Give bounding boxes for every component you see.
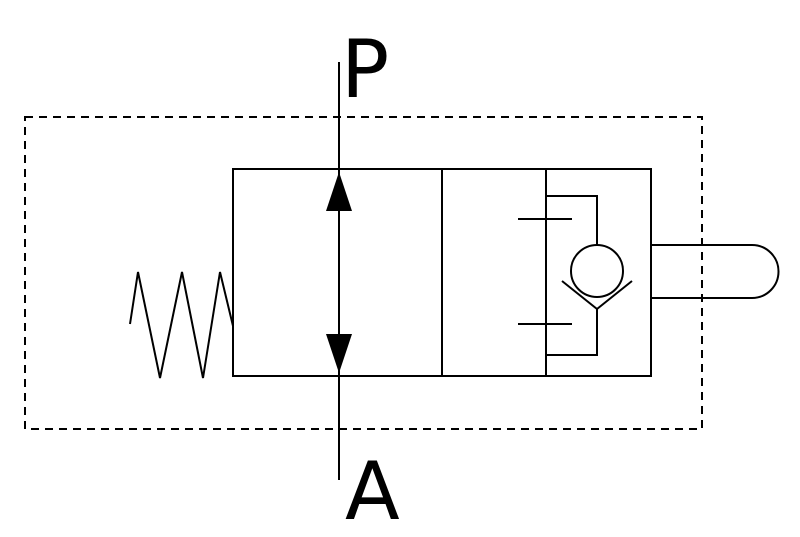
port-label-p: P <box>341 23 389 116</box>
spring-icon <box>129 271 234 379</box>
mechanical-actuator-icon <box>651 244 780 299</box>
arrow-down-icon <box>326 334 352 373</box>
check-position-symbols <box>518 169 598 376</box>
port-label-a: A <box>345 445 400 537</box>
dashed-envelope <box>24 116 703 430</box>
check-valve-icon <box>561 244 633 311</box>
arrow-up-icon <box>326 172 352 211</box>
